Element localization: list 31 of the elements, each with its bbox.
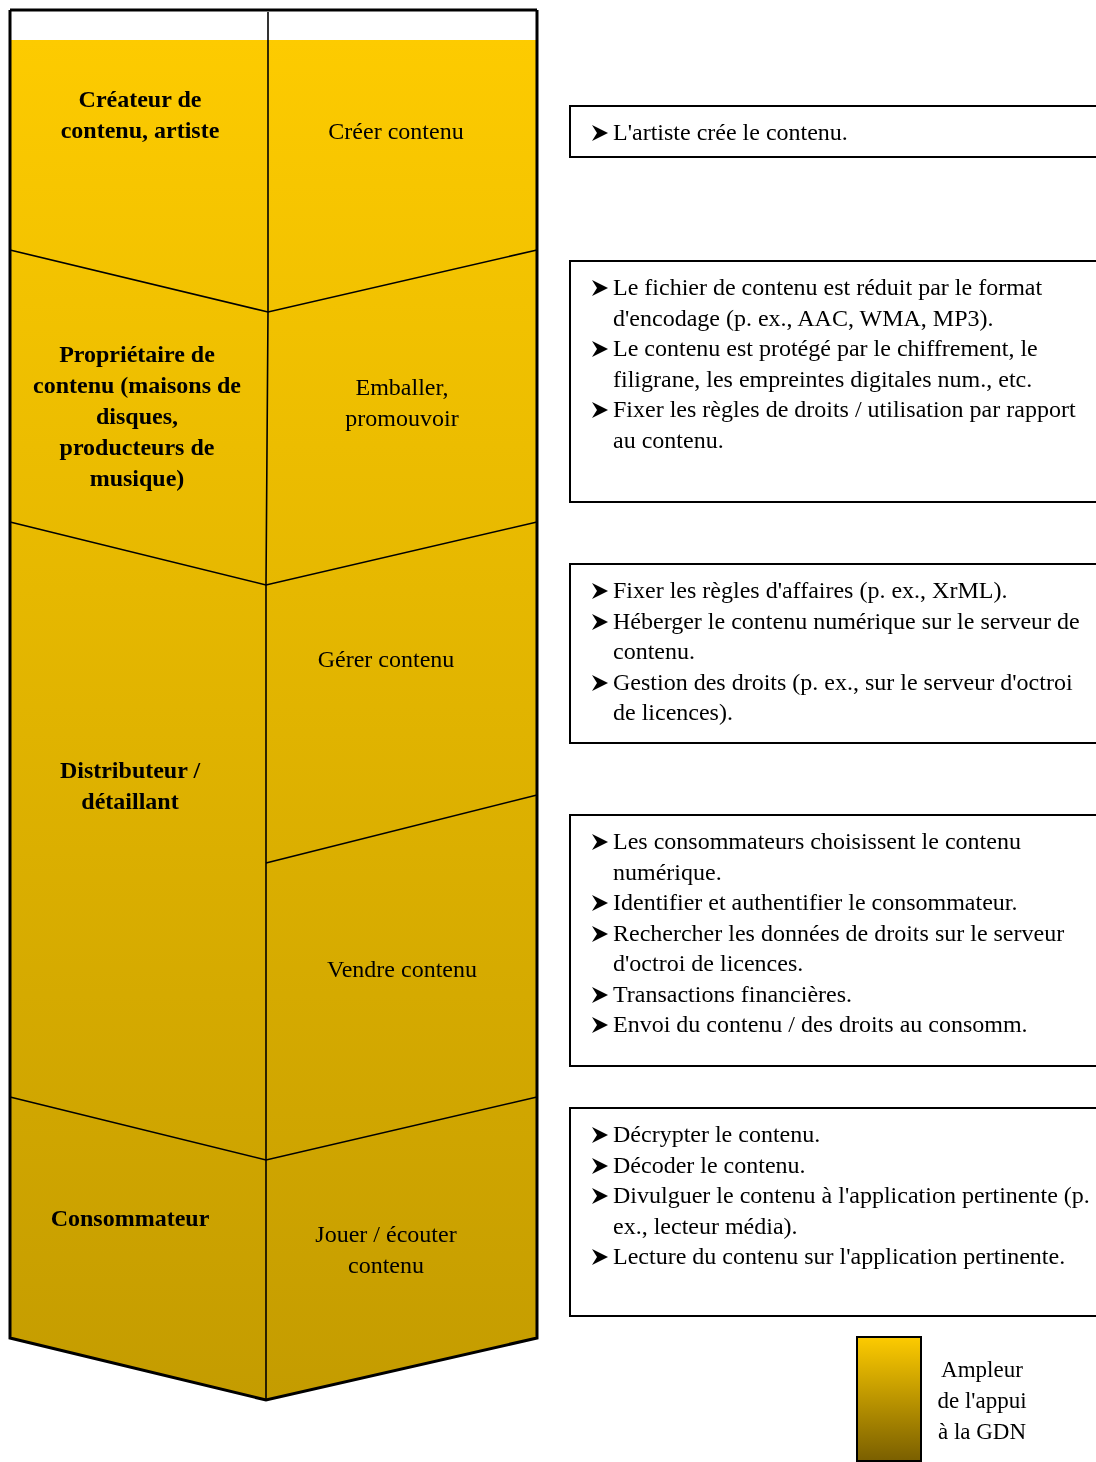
bullet-text: Fixer les règles d'affaires (p. ex., XrML). [613, 576, 1008, 605]
actor-label: Consommateur [20, 1203, 240, 1234]
description-box [569, 814, 1096, 1067]
activity-label: Emballer, promouvoir [325, 372, 479, 434]
activity-label: Vendre contenu [300, 954, 504, 985]
bullet-text: Divulguer le contenu à l'application pertinente (p. ex., lecteur média). [613, 1181, 1090, 1241]
description-box [569, 105, 1096, 158]
bullet-text: L'artiste crée le contenu. [613, 118, 848, 147]
bullet-text: Lecture du contenu sur l'application pertinente. [613, 1242, 1066, 1271]
actor-label: Propriétaire de contenu (maisons de disques, producteurs de musique) [32, 339, 242, 494]
bullet-text: Décrypter le contenu. [613, 1120, 821, 1149]
bullet-text: Héberger le contenu numérique sur le serveur de contenu. [613, 606, 1081, 666]
description-box [569, 260, 1096, 503]
bullet-text: Identifier et authentifier le consommateur. [613, 888, 1018, 917]
bullet-text: Les consommateurs choisissent le contenu numérique. [613, 827, 1022, 887]
activity-label: Gérer contenu [286, 644, 486, 675]
bullet-text: Rechercher les données de droits sur le serveur d'octroi de licences. [613, 918, 1066, 978]
description-box [569, 1107, 1096, 1317]
bullet-text: Décoder le contenu. [613, 1150, 806, 1180]
activity-label: Créer contenu [296, 116, 496, 147]
bullet-text: Envoi du contenu / des droits au consomm. [613, 1010, 1028, 1039]
bullet-text: Le contenu est protégé par le chiffrement, le filigrane, les empreintes digitales num., etc. [613, 334, 1039, 394]
description-box [569, 563, 1096, 744]
bullet-text: Gestion des droits (p. ex., sur le serveur d'octroi de licences). [613, 667, 1074, 727]
bullet-text: Fixer les règles de droits / utilisation par rapport au contenu. [613, 395, 1077, 455]
activity-label: Jouer / écouter contenu [286, 1219, 486, 1281]
legend-text: Ampleur de l'appui à la GDN [936, 1356, 1028, 1446]
bullet-text: Le fichier de contenu est réduit par le format d'encodage (p. ex., AAC, WMA, MP3). [613, 273, 1044, 333]
actor-label: Créateur de contenu, artiste [55, 84, 225, 146]
bullet-text: Transactions financières. [613, 979, 853, 1009]
actor-label: Distributeur / détaillant [20, 755, 240, 817]
